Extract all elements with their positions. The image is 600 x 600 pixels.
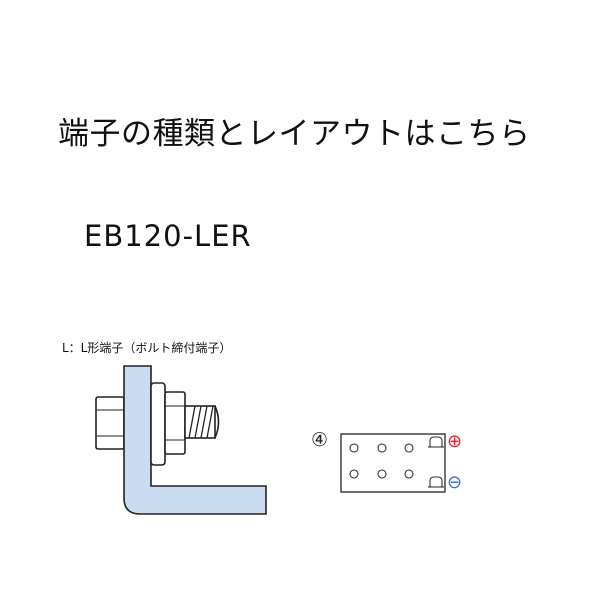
- positive-symbol: ⊕: [447, 431, 462, 452]
- l-terminal-illustration: [95, 365, 267, 515]
- positive-terminal-post: [428, 436, 444, 448]
- left-nut: [95, 396, 125, 450]
- bolt-end: [214, 405, 220, 439]
- layout-number: ④: [311, 429, 328, 451]
- battery-top-outline: [340, 433, 446, 493]
- vent-caps: [349, 443, 414, 479]
- terminal-type-label: L：L形端子（ボルト締付端子）: [62, 341, 232, 355]
- model-name: EB120-LER: [84, 219, 252, 253]
- terminal-layout-diagram: ④ ⊕ ⊖: [311, 429, 462, 493]
- l-bracket: [123, 365, 267, 515]
- right-nut: [164, 391, 186, 455]
- page-heading: 端子の種類とレイアウトはこちら: [58, 116, 531, 152]
- negative-terminal-post: [428, 476, 444, 488]
- washer: [150, 382, 166, 466]
- negative-symbol: ⊖: [447, 472, 462, 493]
